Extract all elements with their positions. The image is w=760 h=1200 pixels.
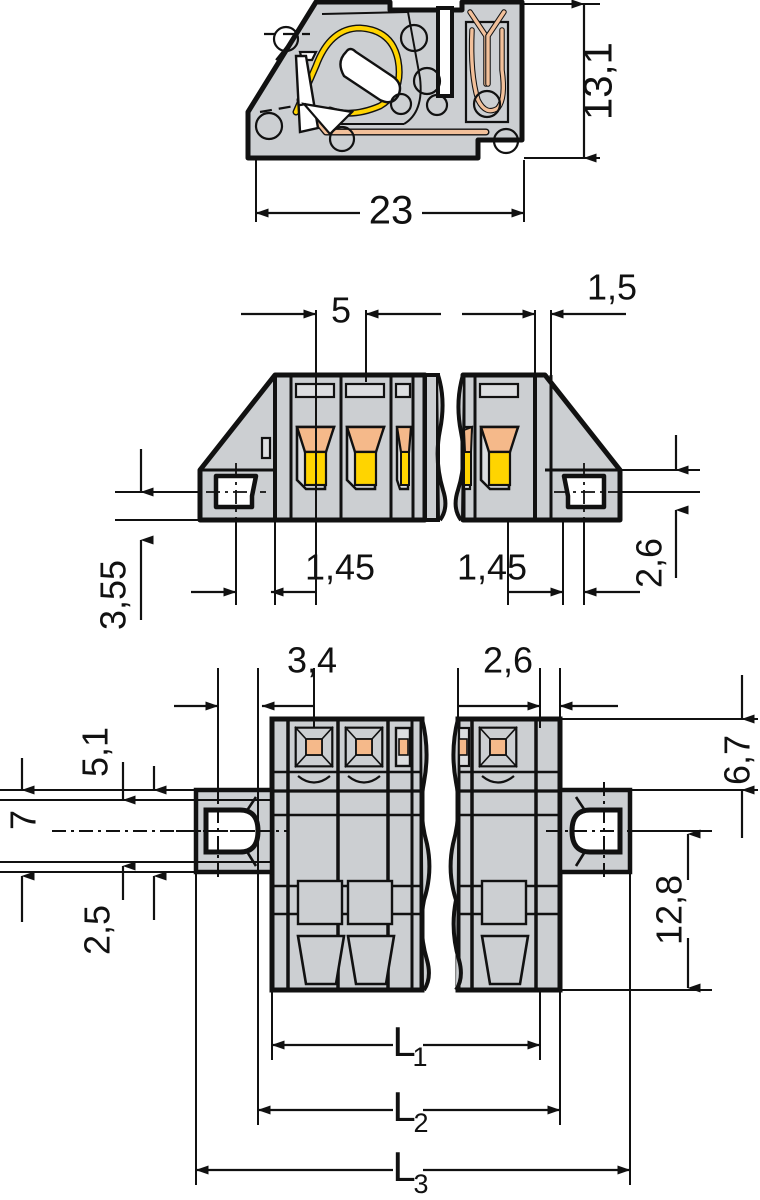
side-boss-3 [272, 25, 300, 53]
dim-side-width-bg [360, 195, 422, 231]
dim-L3-subscript: 3 [413, 1169, 428, 1199]
side-boss-4 [254, 111, 284, 141]
dim-front-lower-left: 3,55 [93, 560, 134, 630]
dim-plan-128: 12,8 [649, 875, 690, 945]
side-section-view: 13,1 23 [245, 0, 621, 233]
plan-pin-l3-partial [394, 726, 412, 768]
front-left-tab [260, 436, 272, 460]
side-cavity-slot [339, 47, 402, 104]
dim-L3-base: L [392, 1143, 415, 1190]
side-boss-7 [425, 93, 449, 117]
plan-foot-l2 [346, 934, 396, 986]
plan-pin-r1 [478, 725, 518, 769]
dim-plan-25: 2,5 [77, 905, 118, 955]
dim-plan-pitch-left: 3,4 [287, 640, 337, 681]
dim-front-pitch: 5 [331, 290, 351, 331]
front-terminal-r1 [479, 425, 520, 491]
dim-side-height: 13,1 [577, 42, 621, 120]
front-left-break-col [423, 373, 440, 522]
plan-arc-r1 [481, 775, 515, 784]
bottom-plan-view: 3,4 2,6 6,7 12,8 5,1 7 [0, 640, 758, 1199]
plan-right-mount-slot [569, 807, 623, 855]
dim-L1-base: L [392, 1018, 415, 1065]
side-right-chamber [464, 20, 510, 124]
side-boss-6 [389, 92, 413, 116]
plan-foot-l1 [296, 934, 346, 986]
side-boss-5 [328, 125, 356, 153]
front-terminal-l2 [345, 425, 386, 491]
side-contour-2 [403, 11, 422, 125]
dim-front-right-pitch: 1,45 [457, 547, 527, 588]
plan-pin-l2 [344, 725, 384, 769]
dim-plan-right-offset: 6,7 [717, 735, 758, 785]
plan-rect-l2 [346, 879, 394, 926]
front-left-break-edge [435, 374, 448, 522]
plan-foot-r1 [480, 934, 530, 986]
plan-arc-l1 [297, 775, 331, 784]
dim-plan-51: 5,1 [75, 727, 116, 777]
side-boss-9 [492, 127, 520, 155]
front-notch-l2 [344, 382, 386, 399]
front-notch-l3 [394, 382, 412, 399]
side-copper-right-loop [469, 28, 506, 113]
side-boss-8 [472, 89, 502, 119]
side-boss-2 [412, 66, 442, 96]
plan-arc-l2 [347, 775, 381, 784]
side-boss-1 [399, 23, 429, 53]
dim-front-left-pitch: 1,45 [305, 547, 375, 588]
plan-left-break-edge [419, 718, 432, 992]
plan-right-break-edge [448, 718, 463, 992]
dim-L2-base: L [392, 1083, 415, 1130]
side-contour-1 [321, 11, 409, 15]
front-terminal-l3-partial [395, 425, 413, 491]
front-elevation-view: 5 1,5 1,45 1,45 3,55 2,6 [93, 267, 700, 630]
dim-front-lower-right: 2,6 [629, 538, 670, 588]
plan-rect-l1 [296, 879, 344, 926]
dim-L2-subscript: 2 [413, 1108, 428, 1138]
side-contour-4 [275, 29, 301, 61]
dim-plan-pitch-right: 2,6 [483, 640, 533, 681]
dim-L1-subscript: 1 [412, 1042, 427, 1072]
side-lever-spring [293, 25, 402, 116]
plan-pin-r0-partial [457, 726, 471, 768]
side-hidden-line-2 [259, 102, 307, 114]
dim-plan-7: 7 [3, 810, 44, 830]
side-inner-slot-fill [436, 6, 454, 98]
front-notch-r1 [478, 382, 520, 399]
dim-side-width: 23 [369, 189, 414, 233]
front-terminal-r0-partial [462, 425, 474, 491]
plan-rect-r1 [480, 879, 528, 926]
side-copper-right-b [486, 10, 506, 86]
plan-pin-l1 [294, 725, 334, 769]
dim-front-edge-right: 1,5 [587, 267, 637, 308]
